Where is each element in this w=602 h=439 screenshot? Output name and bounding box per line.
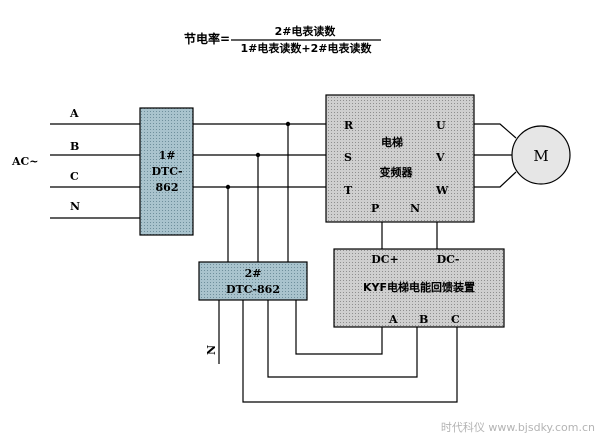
- motor: M: [511, 125, 571, 185]
- meter-2-box: [198, 261, 308, 301]
- meter-1-label-line2: DTC-: [151, 165, 182, 178]
- terminal-s: S: [344, 151, 352, 164]
- motor-label: M: [533, 147, 548, 165]
- motor-circle: [511, 125, 571, 185]
- meter-1-box: [139, 107, 194, 236]
- terminal-n: N: [410, 202, 420, 215]
- meter-2-neutral-label: N: [205, 345, 218, 355]
- energy-saving-formula: 节电率= 2#电表读数 1#电表读数+2#电表读数: [184, 24, 381, 55]
- terminal-dc-minus: DC-: [437, 253, 460, 266]
- terminal-r: R: [344, 119, 354, 132]
- kyf-feedback-device: DC+ DC- KYF电梯电能回馈装置 A B C: [333, 248, 505, 328]
- meter-1-label-line1: 1#: [159, 149, 176, 162]
- dc-link-wires: [381, 222, 438, 249]
- formula-label: 节电率=: [184, 31, 230, 46]
- phase-label-b: B: [70, 140, 79, 153]
- terminal-t: T: [344, 184, 353, 197]
- meter1-to-inverter-wires: [193, 121, 326, 262]
- wire-feedback-b: [267, 300, 418, 378]
- formula-denominator: 1#电表读数+2#电表读数: [241, 41, 373, 55]
- meter-2-label-line2: DTC-862: [226, 283, 280, 296]
- inverter-title-line2: 变频器: [380, 165, 414, 179]
- inverter-title-line1: 电梯: [381, 135, 403, 149]
- phase-label-a: A: [69, 107, 79, 120]
- feedback-box: [333, 248, 505, 328]
- feedback-terminal-b: B: [419, 313, 428, 326]
- meter-2-dtc862: 2# DTC-862: [198, 261, 308, 301]
- phase-label-n: N: [70, 200, 80, 213]
- wire-feedback-a: [295, 300, 383, 355]
- meter-1-dtc862: 1# DTC- 862: [139, 107, 194, 236]
- terminal-p: P: [371, 202, 379, 215]
- inverter-box: [325, 94, 475, 223]
- feedback-terminal-a: A: [388, 313, 398, 326]
- ac-supply-label: AC~: [11, 155, 39, 168]
- wire-u: [474, 123, 517, 139]
- inverter-to-motor-wires: [474, 123, 517, 188]
- terminal-w: W: [435, 184, 449, 197]
- meter-2-label-line1: 2#: [245, 267, 262, 280]
- meter2-to-feedback-wires: N: [205, 300, 458, 403]
- terminal-u: U: [436, 119, 446, 132]
- wire-w: [474, 171, 517, 188]
- meter-1-label-line3: 862: [156, 181, 179, 194]
- phase-label-c: C: [70, 170, 79, 183]
- terminal-v: V: [435, 151, 445, 164]
- feedback-title: KYF电梯电能回馈装置: [363, 280, 475, 294]
- wire-feedback-c: [242, 300, 458, 403]
- feedback-terminal-c: C: [451, 313, 460, 326]
- elevator-inverter: R S T U V W 电梯 变频器 P N: [325, 94, 475, 223]
- watermark: 时代科仪 www.bjsdky.com.cn: [441, 420, 595, 434]
- terminal-dc-plus: DC+: [371, 253, 399, 266]
- formula-numerator: 2#电表读数: [275, 24, 337, 38]
- supply-lines: AC~ A B C N: [11, 107, 140, 219]
